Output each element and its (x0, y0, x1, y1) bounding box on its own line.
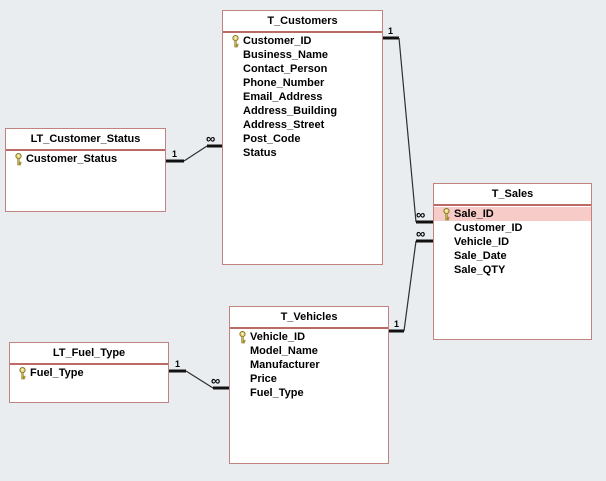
field-name: Vehicle_ID (250, 331, 306, 343)
primary-key-icon (15, 366, 30, 380)
field-name: Customer_ID (243, 35, 312, 47)
primary-key-icon (235, 330, 250, 344)
table-title[interactable]: LT_Customer_Status (6, 129, 165, 151)
table-lt-customer-status[interactable]: LT_Customer_Status Customer_Status (5, 128, 166, 212)
field-row[interactable]: Price (230, 372, 388, 386)
cardinality-one-label: 1 (388, 26, 394, 36)
field-row[interactable]: Vehicle_ID (230, 330, 388, 344)
field-row[interactable]: Email_Address (223, 90, 382, 104)
primary-key-icon (228, 34, 243, 48)
field-row[interactable]: Fuel_Type (230, 386, 388, 400)
relationship-vehicles-sales[interactable] (389, 239, 433, 333)
field-row[interactable]: Customer_ID (434, 221, 591, 235)
field-name: Price (250, 373, 277, 385)
field-name: Fuel_Type (250, 387, 304, 399)
field-row[interactable]: Contact_Person (223, 62, 382, 76)
field-name: Fuel_Type (30, 367, 84, 379)
field-name: Business_Name (243, 49, 328, 61)
field-name: Address_Building (243, 105, 338, 117)
field-name: Phone_Number (243, 77, 325, 89)
cardinality-many-label: ∞ (206, 131, 215, 146)
cardinality-many-label: ∞ (416, 226, 425, 241)
field-row-selected[interactable]: Sale_ID (434, 207, 591, 221)
cardinality-one-label: 1 (175, 359, 181, 369)
field-row[interactable]: Post_Code (223, 132, 382, 146)
field-row[interactable]: Vehicle_ID (434, 235, 591, 249)
relationship-customers-sales[interactable] (383, 36, 433, 224)
field-name: Post_Code (243, 133, 301, 145)
field-row[interactable]: Sale_Date (434, 249, 591, 263)
field-row[interactable]: Phone_Number (223, 76, 382, 90)
table-title[interactable]: T_Customers (223, 11, 382, 33)
field-row[interactable]: Customer_Status (6, 152, 165, 166)
table-title[interactable]: LT_Fuel_Type (10, 343, 168, 365)
cardinality-many-label: ∞ (416, 207, 425, 222)
field-row[interactable]: Status (223, 146, 382, 160)
table-t-customers[interactable]: T_Customers Customer_ID Business_Name Co… (222, 10, 383, 265)
field-row[interactable]: Sale_QTY (434, 263, 591, 277)
field-name: Customer_Status (26, 153, 118, 165)
cardinality-one-label: 1 (172, 149, 178, 159)
relationship-customer-status[interactable] (166, 144, 223, 163)
field-row[interactable]: Manufacturer (230, 358, 388, 372)
field-name: Sale_Date (454, 250, 507, 262)
field-name: Address_Street (243, 119, 325, 131)
field-row[interactable]: Business_Name (223, 48, 382, 62)
field-name: Status (243, 147, 277, 159)
field-row[interactable]: Address_Street (223, 118, 382, 132)
cardinality-one-label: 1 (394, 319, 400, 329)
table-title[interactable]: T_Vehicles (230, 307, 388, 329)
cardinality-many-label: ∞ (211, 373, 220, 388)
table-title[interactable]: T_Sales (434, 184, 591, 206)
field-name: Customer_ID (454, 222, 523, 234)
field-name: Model_Name (250, 345, 318, 357)
field-name: Vehicle_ID (454, 236, 510, 248)
table-lt-fuel-type[interactable]: LT_Fuel_Type Fuel_Type (9, 342, 169, 403)
field-row[interactable]: Fuel_Type (10, 366, 168, 380)
relationship-fuel-type[interactable] (169, 369, 230, 390)
field-row[interactable]: Customer_ID (223, 34, 382, 48)
field-name: Sale_ID (454, 208, 494, 220)
field-name: Manufacturer (250, 359, 320, 371)
table-t-sales[interactable]: T_Sales Sale_ID Customer_ID Vehicle_ID S… (433, 183, 592, 340)
primary-key-icon (439, 207, 454, 221)
field-name: Sale_QTY (454, 264, 506, 276)
primary-key-icon (11, 152, 26, 166)
table-t-vehicles[interactable]: T_Vehicles Vehicle_ID Model_Name Manufac… (229, 306, 389, 464)
field-row[interactable]: Address_Building (223, 104, 382, 118)
field-row[interactable]: Model_Name (230, 344, 388, 358)
field-name: Email_Address (243, 91, 323, 103)
field-name: Contact_Person (243, 63, 328, 75)
